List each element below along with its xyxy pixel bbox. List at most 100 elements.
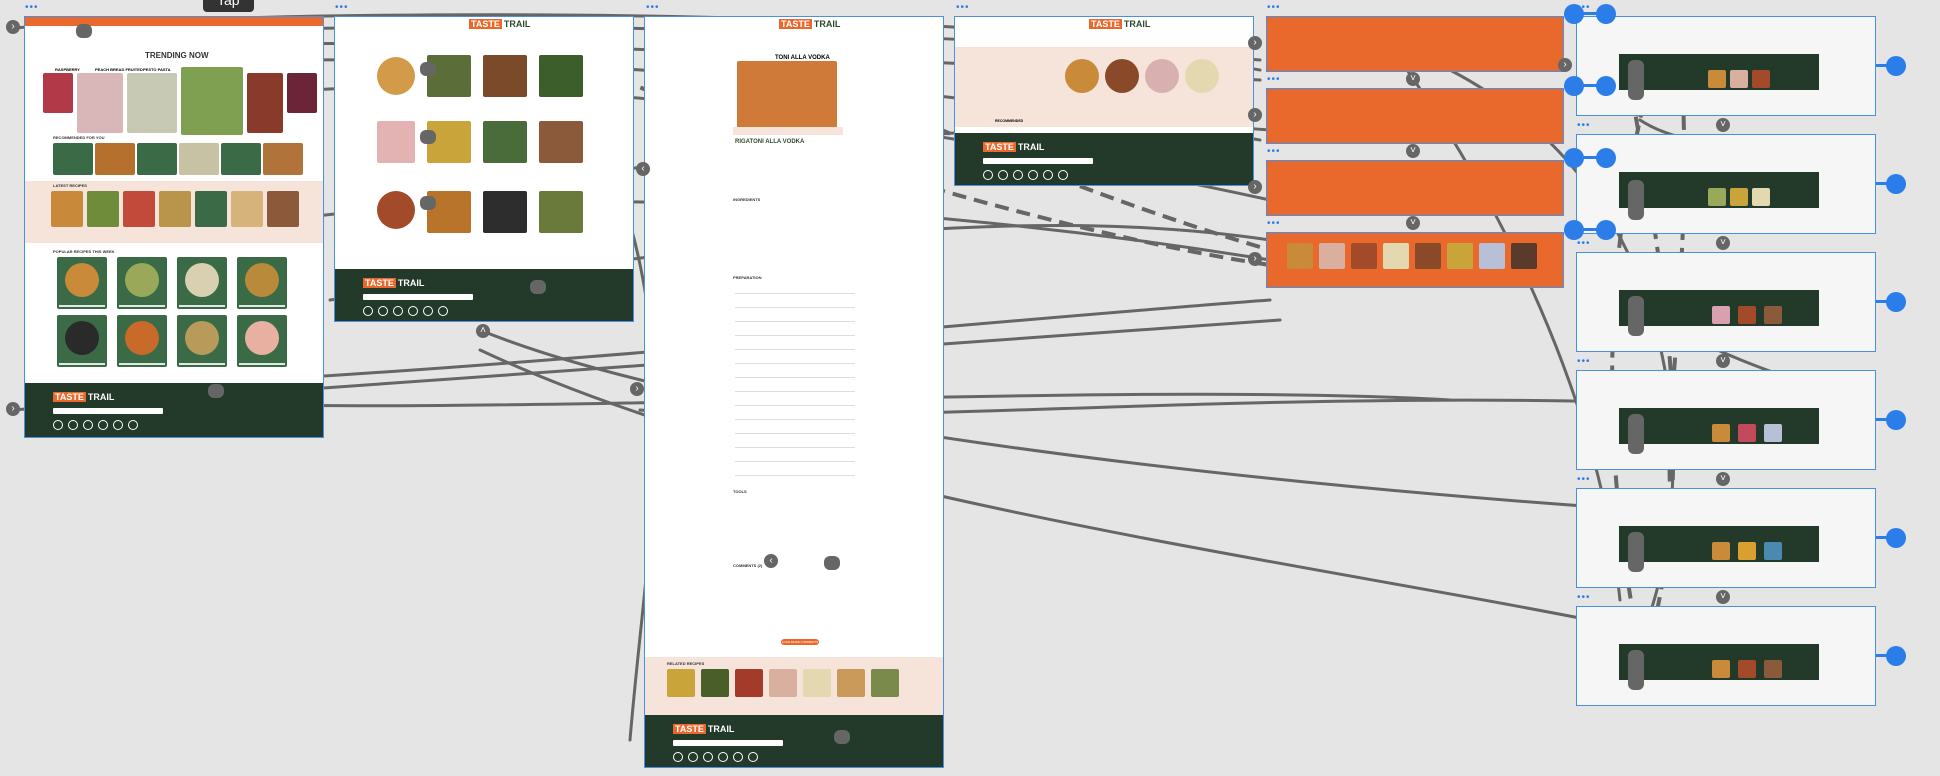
popular-card[interactable]	[117, 257, 167, 309]
chevron-down-icon[interactable]: ˅	[1406, 216, 1420, 230]
card-variant-1[interactable]	[1576, 16, 1876, 116]
popular-card[interactable]	[57, 315, 107, 367]
related-photo[interactable]	[837, 669, 865, 697]
menu-photo[interactable]	[1351, 243, 1377, 269]
chevron-down-icon[interactable]: ˅	[1406, 72, 1420, 86]
related-photo[interactable]	[701, 669, 729, 697]
instagram-icon[interactable]	[378, 306, 388, 316]
newsletter-input[interactable]	[983, 158, 1093, 164]
twitter-icon[interactable]	[703, 752, 713, 762]
recipe-thumb[interactable]	[539, 121, 583, 163]
connection-handle[interactable]	[1596, 76, 1616, 96]
recipe-thumb[interactable]	[483, 55, 527, 97]
recipe-thumb[interactable]	[427, 55, 471, 97]
chevron-down-icon[interactable]: ˅	[1716, 236, 1730, 250]
connector-stub[interactable]	[420, 196, 436, 210]
related-photo[interactable]	[667, 669, 695, 697]
connector-stub[interactable]	[208, 384, 224, 398]
newsletter-input[interactable]	[673, 740, 783, 746]
connector-stub[interactable]	[834, 730, 850, 744]
related-photo[interactable]	[769, 669, 797, 697]
card-variant-4[interactable]	[1576, 370, 1876, 470]
connection-handle[interactable]	[1886, 56, 1906, 76]
instagram-icon[interactable]	[998, 170, 1008, 180]
chevron-down-icon[interactable]: ˅	[1716, 472, 1730, 486]
related-photo[interactable]	[803, 669, 831, 697]
connection-handle[interactable]	[1886, 646, 1906, 666]
card-variant-6[interactable]	[1576, 606, 1876, 706]
connection-handle[interactable]	[1886, 174, 1906, 194]
connection-handle[interactable]	[1886, 410, 1906, 430]
youtube-icon[interactable]	[1043, 170, 1053, 180]
recommended-card[interactable]	[137, 143, 177, 175]
popular-card[interactable]	[117, 315, 167, 367]
chevron-left-icon[interactable]: ‹	[636, 162, 650, 176]
chevron-down-icon[interactable]: ˅	[1716, 590, 1730, 604]
twitter-icon[interactable]	[393, 306, 403, 316]
frame-menu-dots[interactable]: •••	[1577, 474, 1591, 485]
card-variant-2[interactable]	[1576, 134, 1876, 234]
tiktok-icon[interactable]	[718, 752, 728, 762]
load-more-button[interactable]: LOAD MORE COMMENTS	[781, 639, 819, 645]
connection-handle[interactable]	[1886, 292, 1906, 312]
connector-stub[interactable]	[1628, 532, 1644, 572]
recommended-card[interactable]	[53, 143, 93, 175]
youtube-icon[interactable]	[423, 306, 433, 316]
mega-menu-1[interactable]	[1266, 16, 1564, 72]
frame-menu-dots[interactable]: •••	[956, 2, 970, 13]
connector-stub[interactable]	[1628, 296, 1644, 336]
connector-stub[interactable]	[1628, 650, 1644, 690]
chevron-down-icon[interactable]: ˅	[1716, 118, 1730, 132]
recipe-thumb[interactable]	[377, 57, 415, 95]
frame-menu-dots[interactable]: •••	[1577, 120, 1591, 131]
recipe-thumb[interactable]	[377, 191, 415, 229]
popular-card[interactable]	[177, 315, 227, 367]
connector-stub[interactable]	[420, 130, 436, 144]
connector-stub[interactable]	[824, 556, 840, 570]
related-photo[interactable]	[735, 669, 763, 697]
menu-photo[interactable]	[1287, 243, 1313, 269]
instagram-icon[interactable]	[68, 420, 78, 430]
connection-handle[interactable]	[1596, 220, 1616, 240]
chevron-right-icon[interactable]: ›	[1248, 180, 1262, 194]
card-variant-5[interactable]	[1576, 488, 1876, 588]
popular-card[interactable]	[237, 315, 287, 367]
youtube-icon[interactable]	[733, 752, 743, 762]
frame-menu-dots[interactable]: •••	[25, 2, 39, 13]
frame-menu-dots[interactable]: •••	[1577, 238, 1591, 249]
mega-menu-2[interactable]	[1266, 88, 1564, 144]
frame-menu-dots[interactable]: •••	[1267, 146, 1281, 157]
facebook-icon[interactable]	[363, 306, 373, 316]
pinterest-icon[interactable]	[748, 752, 758, 762]
card-variant-3[interactable]	[1576, 252, 1876, 352]
connector-stub[interactable]	[1628, 180, 1644, 220]
twitter-icon[interactable]	[1013, 170, 1023, 180]
connection-handle[interactable]	[1596, 4, 1616, 24]
popular-card[interactable]	[177, 257, 227, 309]
connector-stub[interactable]	[1628, 60, 1644, 100]
instagram-icon[interactable]	[688, 752, 698, 762]
connection-handle[interactable]	[1596, 148, 1616, 168]
frame-menu-dots[interactable]: •••	[335, 2, 349, 13]
facebook-icon[interactable]	[983, 170, 993, 180]
menu-photo[interactable]	[1383, 243, 1409, 269]
chevron-down-icon[interactable]: ˅	[1406, 144, 1420, 158]
chevron-right-icon[interactable]: ›	[1248, 36, 1262, 50]
search-result-photo[interactable]	[1185, 59, 1219, 93]
frame-menu-dots[interactable]: •••	[1267, 74, 1281, 85]
frame-menu-dots[interactable]: •••	[1577, 592, 1591, 603]
facebook-icon[interactable]	[673, 752, 683, 762]
menu-photo[interactable]	[1447, 243, 1473, 269]
connector-stub[interactable]	[530, 280, 546, 294]
tiktok-icon[interactable]	[98, 420, 108, 430]
connector-stub[interactable]	[420, 62, 436, 76]
connector-stub[interactable]	[1628, 414, 1644, 454]
search-result-photo[interactable]	[1145, 59, 1179, 93]
chevron-down-icon[interactable]: ˅	[1716, 354, 1730, 368]
mega-menu-4[interactable]	[1266, 232, 1564, 288]
recipe-thumb[interactable]	[377, 121, 415, 163]
recipe-thumb[interactable]	[483, 191, 527, 233]
